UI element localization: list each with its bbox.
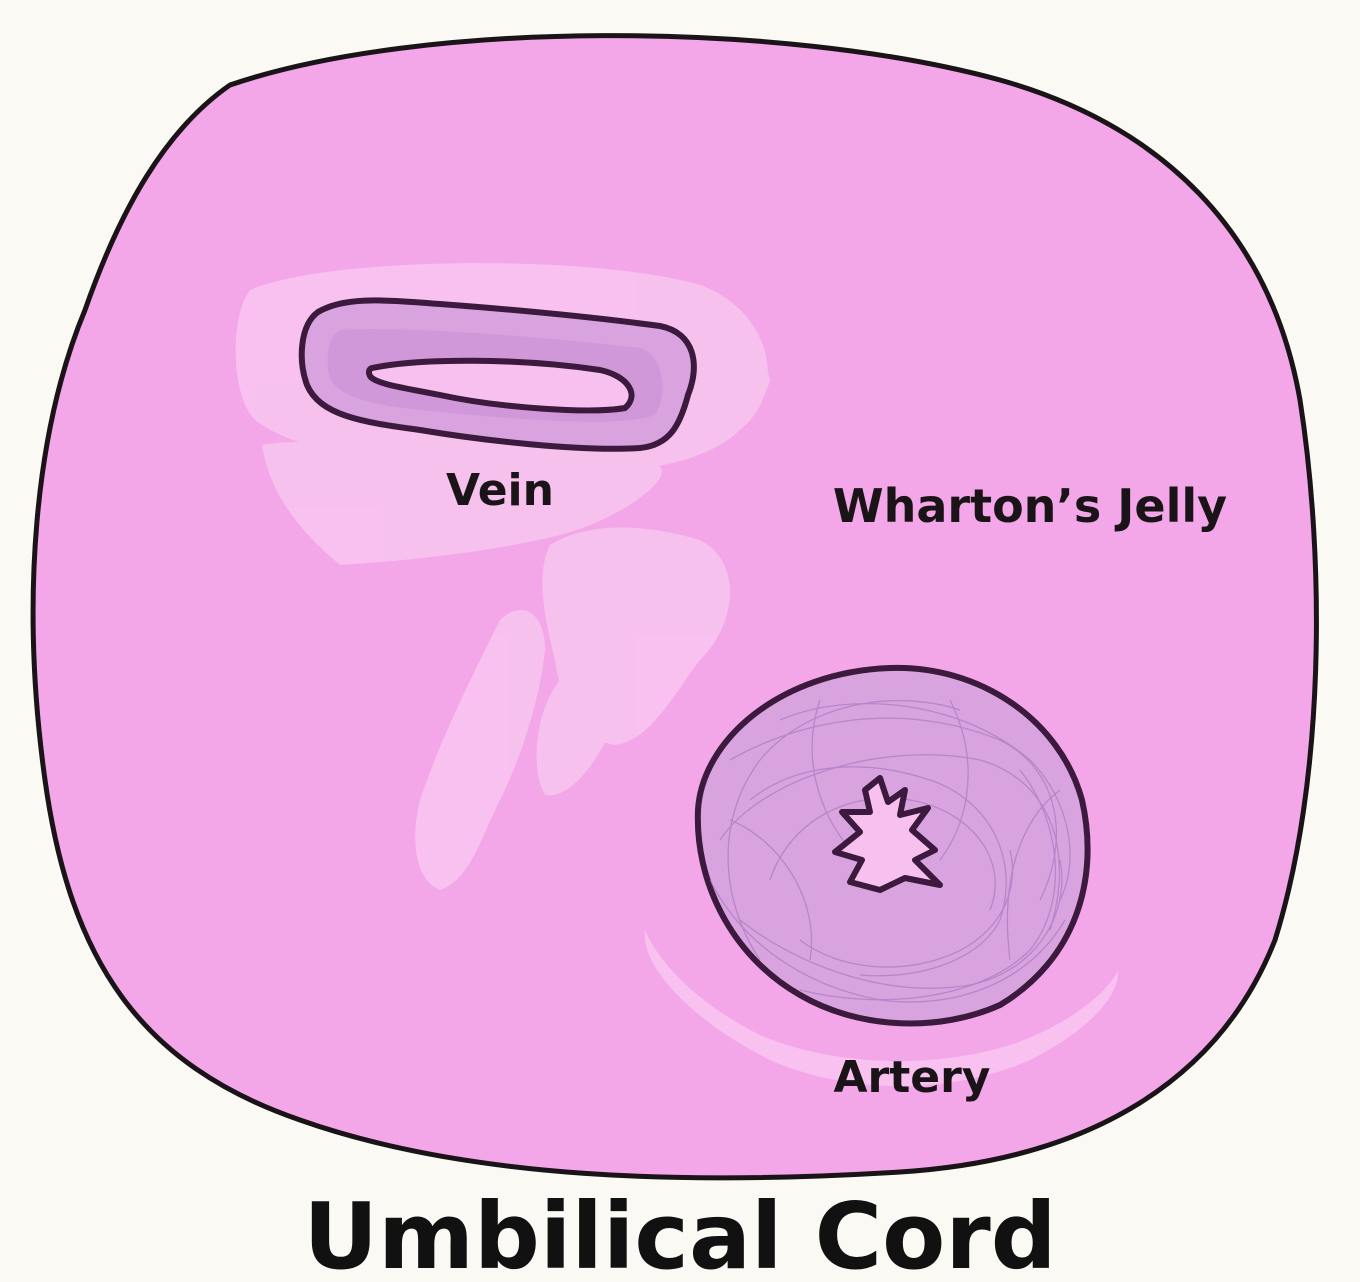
whartons-jelly-label: Wharton’s Jelly <box>833 479 1227 533</box>
artery-label: Artery <box>833 1052 990 1103</box>
diagram-title: Umbilical Cord <box>303 1183 1056 1282</box>
vein-label: Vein <box>446 465 554 516</box>
